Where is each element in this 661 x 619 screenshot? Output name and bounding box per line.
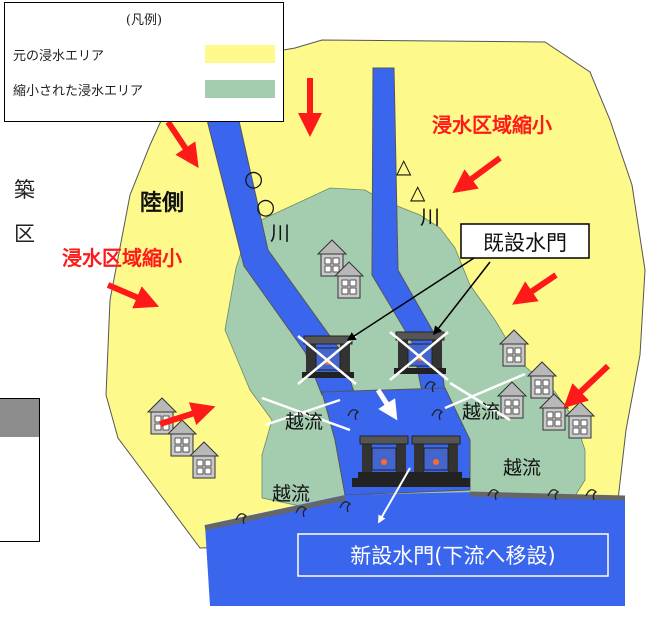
cropped-text-2: 区 (14, 222, 35, 246)
overflow-label: 越流 (272, 483, 310, 505)
legend-swatch-reduced (205, 80, 275, 98)
legend-label-reduced: 縮小された浸水エリア (13, 84, 144, 99)
flood-reduced-label-left: 浸水区域縮小 (62, 246, 182, 270)
white-arrow (375, 388, 411, 524)
new-gate-label: 新設水門(下流へ移設) (350, 544, 555, 568)
river-o-char-1: ○ (244, 167, 263, 192)
overflow-label: 越流 (503, 457, 541, 479)
red-arrow (106, 78, 611, 427)
levee-left (204, 495, 346, 531)
existing-gate-label: 既設水門 (483, 231, 567, 255)
overflow-label: 越流 (285, 411, 323, 433)
legend-label-original: 元の浸水エリア (13, 49, 105, 64)
cropped-table-header (0, 399, 39, 437)
river-triangle-char-2: △ (410, 180, 426, 204)
legend-box: (凡例) 元の浸水エリア 縮小された浸水エリア (4, 2, 284, 122)
legend-title: (凡例) (125, 13, 163, 28)
cross-mark (261, 331, 526, 432)
black-arrow (346, 257, 491, 341)
land-side-label: 陸側 (140, 190, 184, 216)
main-river (205, 492, 625, 606)
overflow-label: 越流 (462, 401, 500, 423)
cropped-table (0, 398, 40, 542)
new-gate-label-box (297, 533, 609, 577)
flood-reduced-label-right: 浸水区域縮小 (432, 113, 552, 137)
river-o-char-3: 川 (270, 221, 290, 245)
legend-swatch-original (205, 45, 275, 63)
existing-gate-label-box (460, 223, 590, 259)
river-triangle-char-3: 川 (420, 205, 440, 229)
river-triangle-char-1: △ (396, 154, 412, 178)
cropped-text-1: 築 (14, 178, 35, 202)
river-o-char-2: ○ (256, 195, 275, 220)
new-gate (352, 435, 470, 487)
